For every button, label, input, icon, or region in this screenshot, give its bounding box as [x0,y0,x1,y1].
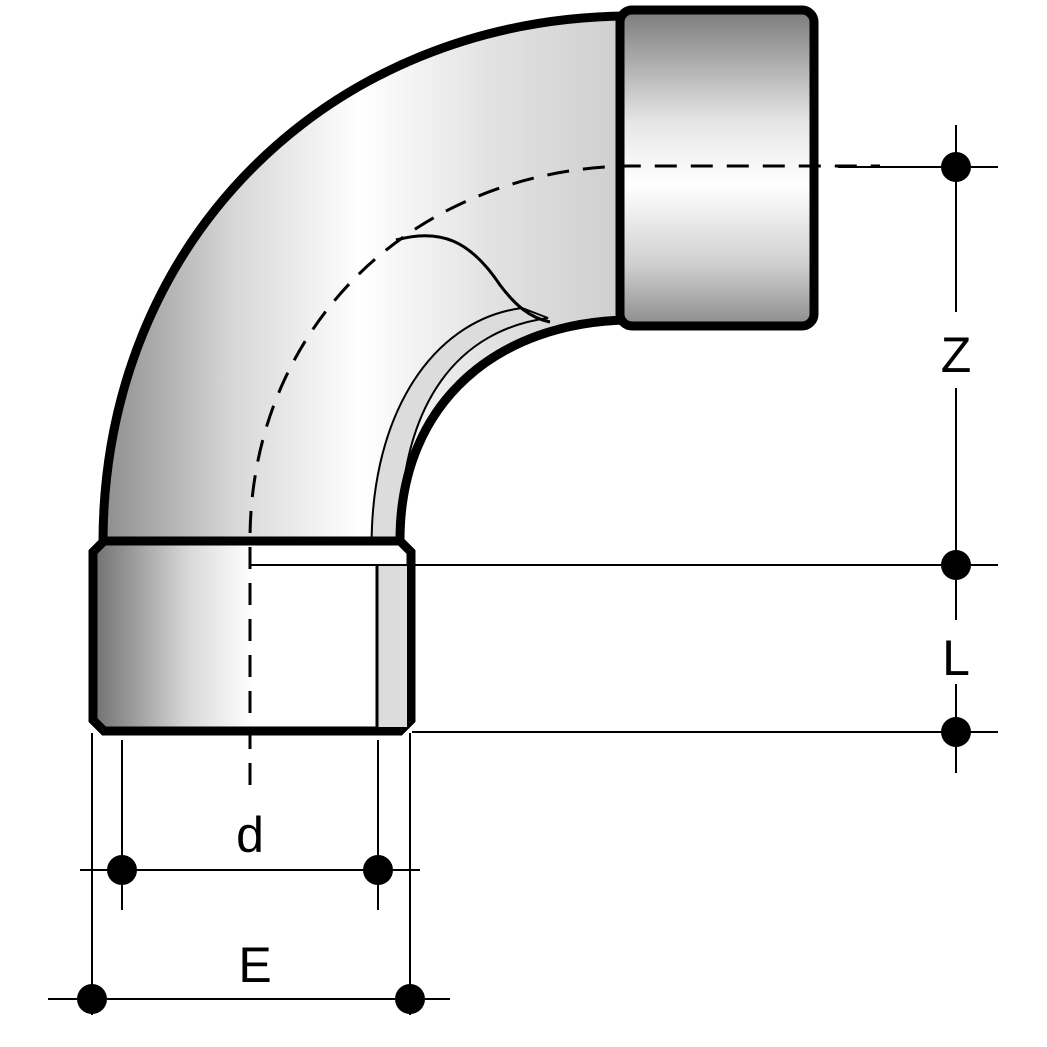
centerline-dashed [248,164,880,785]
dimension-d [80,740,420,910]
top-socket [615,5,819,331]
dimension-label-z: Z [941,327,972,383]
bend-outer-edge [98,11,629,544]
dimension-label-d: d [236,807,264,863]
bottom-socket [88,536,416,736]
dimension-z-l [250,125,998,773]
dimension-label-e: E [238,937,271,993]
bend-inner-edge [395,315,629,541]
dimension-label-l: L [942,630,970,686]
cutaway-edge [395,234,551,324]
bottom-socket-lining [377,565,407,727]
pipe-bend-body [103,16,628,543]
dimension-e [48,733,450,1015]
